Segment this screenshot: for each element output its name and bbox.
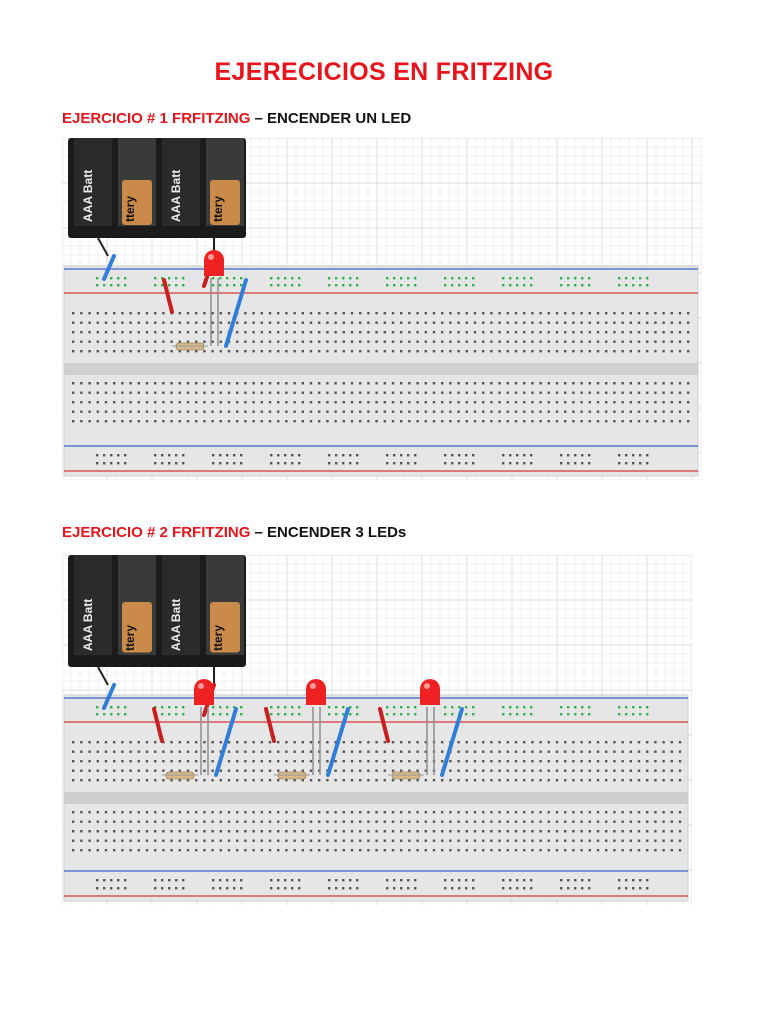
breadboard-holes	[72, 277, 690, 465]
battery-lead-negative	[97, 666, 109, 686]
center-channel	[64, 792, 688, 804]
exercise-2-heading: EJERCICIO # 2 FRFITZING – ENCENDER 3 LED…	[62, 524, 406, 541]
exercise-1-circuit: AAA Batt AAA Batt ttery ttery	[62, 138, 702, 480]
battery-pack: AAA Batt AAA Batt ttery ttery	[68, 555, 246, 667]
svg-text:AAA Batt: AAA Batt	[169, 599, 183, 651]
exercise-2-task: ENCENDER 3 LEDs	[267, 524, 407, 541]
led-circuit-1	[152, 679, 238, 780]
exercise-1-breadboard-image: AAA Batt AAA Batt ttery ttery	[62, 138, 702, 480]
led-circuit-1	[162, 250, 248, 351]
exercise-2-separator: –	[250, 524, 268, 541]
exercise-1-heading: EJERCICIO # 1 FRFITZING – ENCENDER UN LE…	[62, 110, 411, 127]
battery-blue-wire	[102, 254, 116, 281]
svg-text:AAA Batt: AAA Batt	[81, 170, 95, 222]
svg-text:ttery: ttery	[211, 196, 225, 222]
center-channel	[64, 363, 698, 375]
exercise-2-circuit: AAA Batt AAA Batt ttery ttery	[62, 555, 692, 905]
svg-text:ttery: ttery	[123, 625, 137, 651]
battery-blue-wire	[102, 683, 116, 710]
exercise-1-label: EJERCICIO # 1 FRFITZING	[62, 110, 251, 127]
led-circuit-3	[378, 679, 464, 780]
svg-text:ttery: ttery	[211, 625, 225, 651]
exercise-1-separator: –	[250, 110, 268, 127]
exercise-2-breadboard-image: AAA Batt AAA Batt ttery ttery	[62, 555, 692, 905]
battery-pack: AAA Batt AAA Batt ttery ttery	[68, 138, 246, 238]
svg-text:AAA Batt: AAA Batt	[169, 170, 183, 222]
page-title: EJERECICIOS EN FRITZING	[214, 58, 554, 86]
svg-text:AAA Batt: AAA Batt	[81, 599, 95, 651]
exercise-1-task: ENCENDER UN LED	[267, 110, 412, 127]
svg-text:ttery: ttery	[123, 196, 137, 222]
breadboard-holes	[72, 706, 682, 890]
exercise-2-label: EJERCICIO # 2 FRFITZING	[62, 524, 251, 541]
battery-lead-negative	[97, 237, 109, 257]
led-circuit-2	[264, 679, 350, 780]
